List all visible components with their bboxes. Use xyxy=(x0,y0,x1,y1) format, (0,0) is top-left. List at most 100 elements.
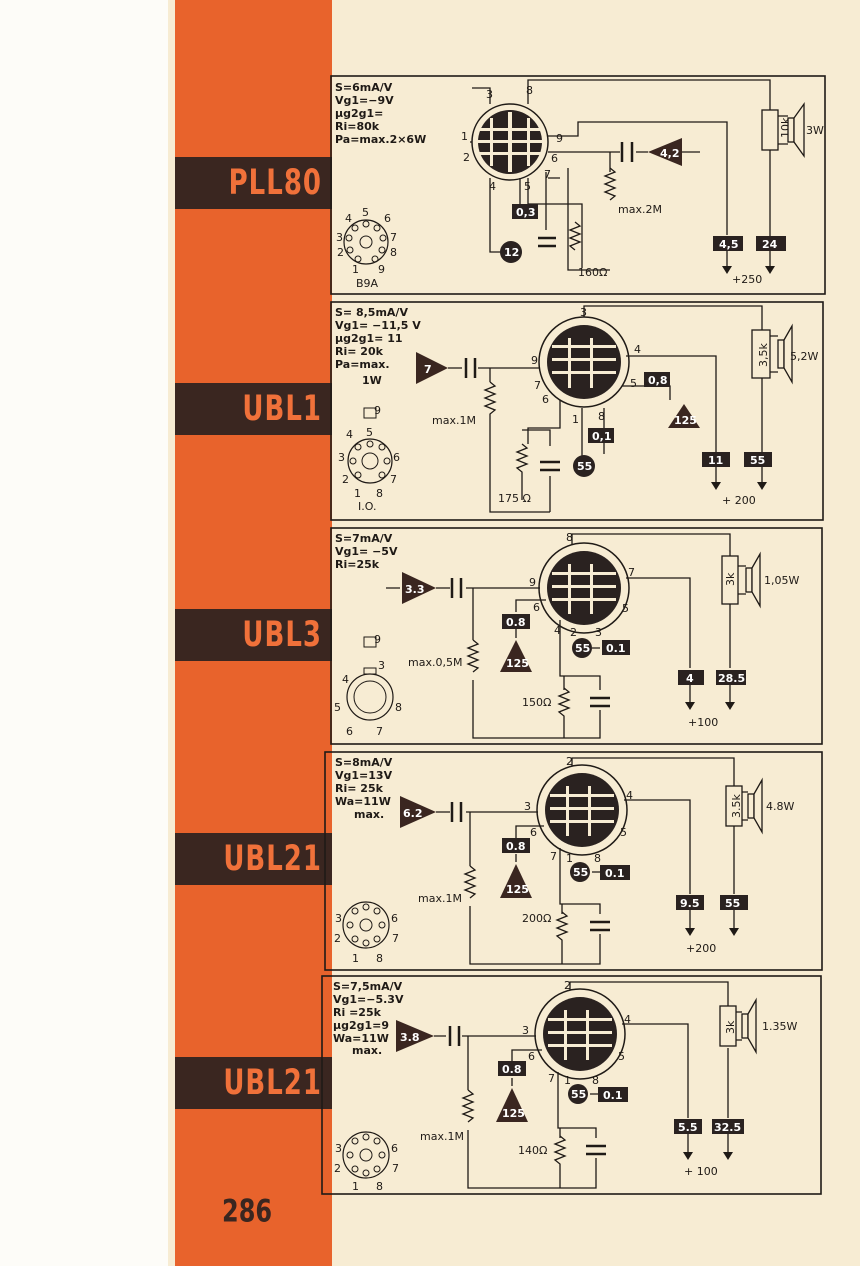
voltage-box: 28.5 xyxy=(716,670,746,685)
pin-label: 9 xyxy=(556,132,563,145)
svg-text:28.5: 28.5 xyxy=(718,672,745,685)
pin-label: 1 xyxy=(461,130,468,143)
pin-label: 5 xyxy=(630,377,637,390)
base-pin-number: 8 xyxy=(390,246,397,259)
pin-label: 3 xyxy=(595,626,602,639)
g3-voltage: 125 xyxy=(674,414,697,427)
voltage-box: 55 xyxy=(744,452,772,467)
load-value: 3,5k xyxy=(757,343,770,367)
drive-level: 7 xyxy=(424,363,432,376)
base-pin-number: 5 xyxy=(334,701,341,714)
pin-label: 6 xyxy=(542,393,549,406)
output-power: 5,2W xyxy=(790,350,818,363)
pin-label: 5 xyxy=(524,180,531,193)
base-pin-number: 7 xyxy=(390,231,397,244)
base-pin-number: 6 xyxy=(393,451,400,464)
svg-text:0,1: 0,1 xyxy=(592,430,612,443)
svg-text:55: 55 xyxy=(750,454,765,467)
spec-line: Pa=max.2×6W xyxy=(335,133,426,146)
base-pin-number: 1 xyxy=(354,487,361,500)
output-power: 3W xyxy=(806,124,824,137)
pin-label: 2 xyxy=(570,626,577,639)
base-type: B9A xyxy=(356,277,379,290)
base-pin-number: 7 xyxy=(392,932,399,945)
base-pin-number: 2 xyxy=(334,1162,341,1175)
tube-symbol xyxy=(534,988,626,1080)
heater-voltage-circle xyxy=(570,862,590,882)
supply-voltage: +100 xyxy=(688,716,718,729)
spec-line: Ri =25k xyxy=(333,1006,382,1019)
base-pinout xyxy=(343,219,389,265)
base-pinout xyxy=(342,901,390,949)
cathode-resistor-label: 175 Ω xyxy=(498,492,531,505)
cathode-resistor-label: 200Ω xyxy=(522,912,551,925)
pin-label: 8 xyxy=(592,1074,599,1087)
heater-voltage: 55 xyxy=(573,866,588,879)
g3-voltage: 125 xyxy=(506,883,529,896)
tube-title: PLL80 xyxy=(228,162,322,204)
spec-line: max. xyxy=(352,1044,382,1057)
load-resistor xyxy=(721,555,739,605)
pin-label: 8 xyxy=(526,84,533,97)
spec-line: Vg1= −11,5 V xyxy=(335,319,421,332)
base-pin-number: 3 xyxy=(335,912,342,925)
base-pin-number: 5 xyxy=(366,426,373,439)
spec-line: S=6mA/V xyxy=(335,81,393,94)
base-pin-number: 7 xyxy=(392,1162,399,1175)
svg-text:0.1: 0.1 xyxy=(605,867,625,880)
page-number: 286 xyxy=(222,1193,273,1230)
pin-label: 5 xyxy=(618,1050,625,1063)
base-pin-number: 4 xyxy=(345,212,352,225)
base-pin-number: 3 xyxy=(335,1142,342,1155)
spec-line: Wa=11W xyxy=(333,1032,389,1045)
panel-frame xyxy=(324,751,823,971)
heater-voltage: 55 xyxy=(577,460,592,473)
heater-voltage-circle xyxy=(572,638,592,658)
heater-voltage: 12 xyxy=(504,246,519,259)
voltage-box: 24 xyxy=(756,236,786,251)
g3-voltage: 125 xyxy=(502,1107,525,1120)
supply-voltage: +200 xyxy=(686,942,716,955)
voltage-box: 0.1 xyxy=(602,640,630,655)
load-resistor xyxy=(751,329,771,379)
tube-title-band: UBL21 xyxy=(175,1057,332,1109)
heater-voltage: 55 xyxy=(575,642,590,655)
pin-label: 7 xyxy=(550,850,557,863)
pin-label: 2 xyxy=(463,151,470,164)
svg-text:11: 11 xyxy=(708,454,723,467)
pin-label: 8 xyxy=(598,410,605,423)
pin-label: 6 xyxy=(551,152,558,165)
spec-line: μg2g1= 11 xyxy=(335,332,403,345)
base-pinout xyxy=(346,636,394,721)
load-resistor xyxy=(761,109,779,151)
pin-label: 9 xyxy=(529,576,536,589)
grid-resistor-label: max.2M xyxy=(618,203,662,216)
pin-label: 9 xyxy=(531,354,538,367)
base-pin-number: 6 xyxy=(346,725,353,738)
voltage-box: 32.5 xyxy=(712,1119,744,1134)
grid-resistor-label: max.1M xyxy=(432,414,476,427)
voltage-box: 11 xyxy=(702,452,730,467)
supply-voltage: +250 xyxy=(732,273,762,286)
panel-frame xyxy=(330,527,823,745)
pin-label: 2 xyxy=(564,979,571,992)
base-pin-number: 8 xyxy=(376,952,383,965)
tube-title-band: UBL21 xyxy=(175,833,332,885)
base-pin-number: 9 xyxy=(374,404,381,417)
tube-symbol xyxy=(538,316,630,408)
voltage-box: 4 xyxy=(678,670,704,685)
base-pin-number: 2 xyxy=(342,473,349,486)
spec-line: Vg1= −5V xyxy=(335,545,398,558)
pin-label: 3 xyxy=(522,1024,529,1037)
drive-level: 3.3 xyxy=(405,583,425,596)
load-value: 3.5k xyxy=(730,794,743,818)
spec-line: Ri=80k xyxy=(335,120,380,133)
svg-text:0.8: 0.8 xyxy=(506,840,526,853)
tube-title-band: PLL80 xyxy=(175,157,332,209)
pin-label: 4 xyxy=(626,789,633,802)
base-pin-number: 3 xyxy=(336,231,343,244)
